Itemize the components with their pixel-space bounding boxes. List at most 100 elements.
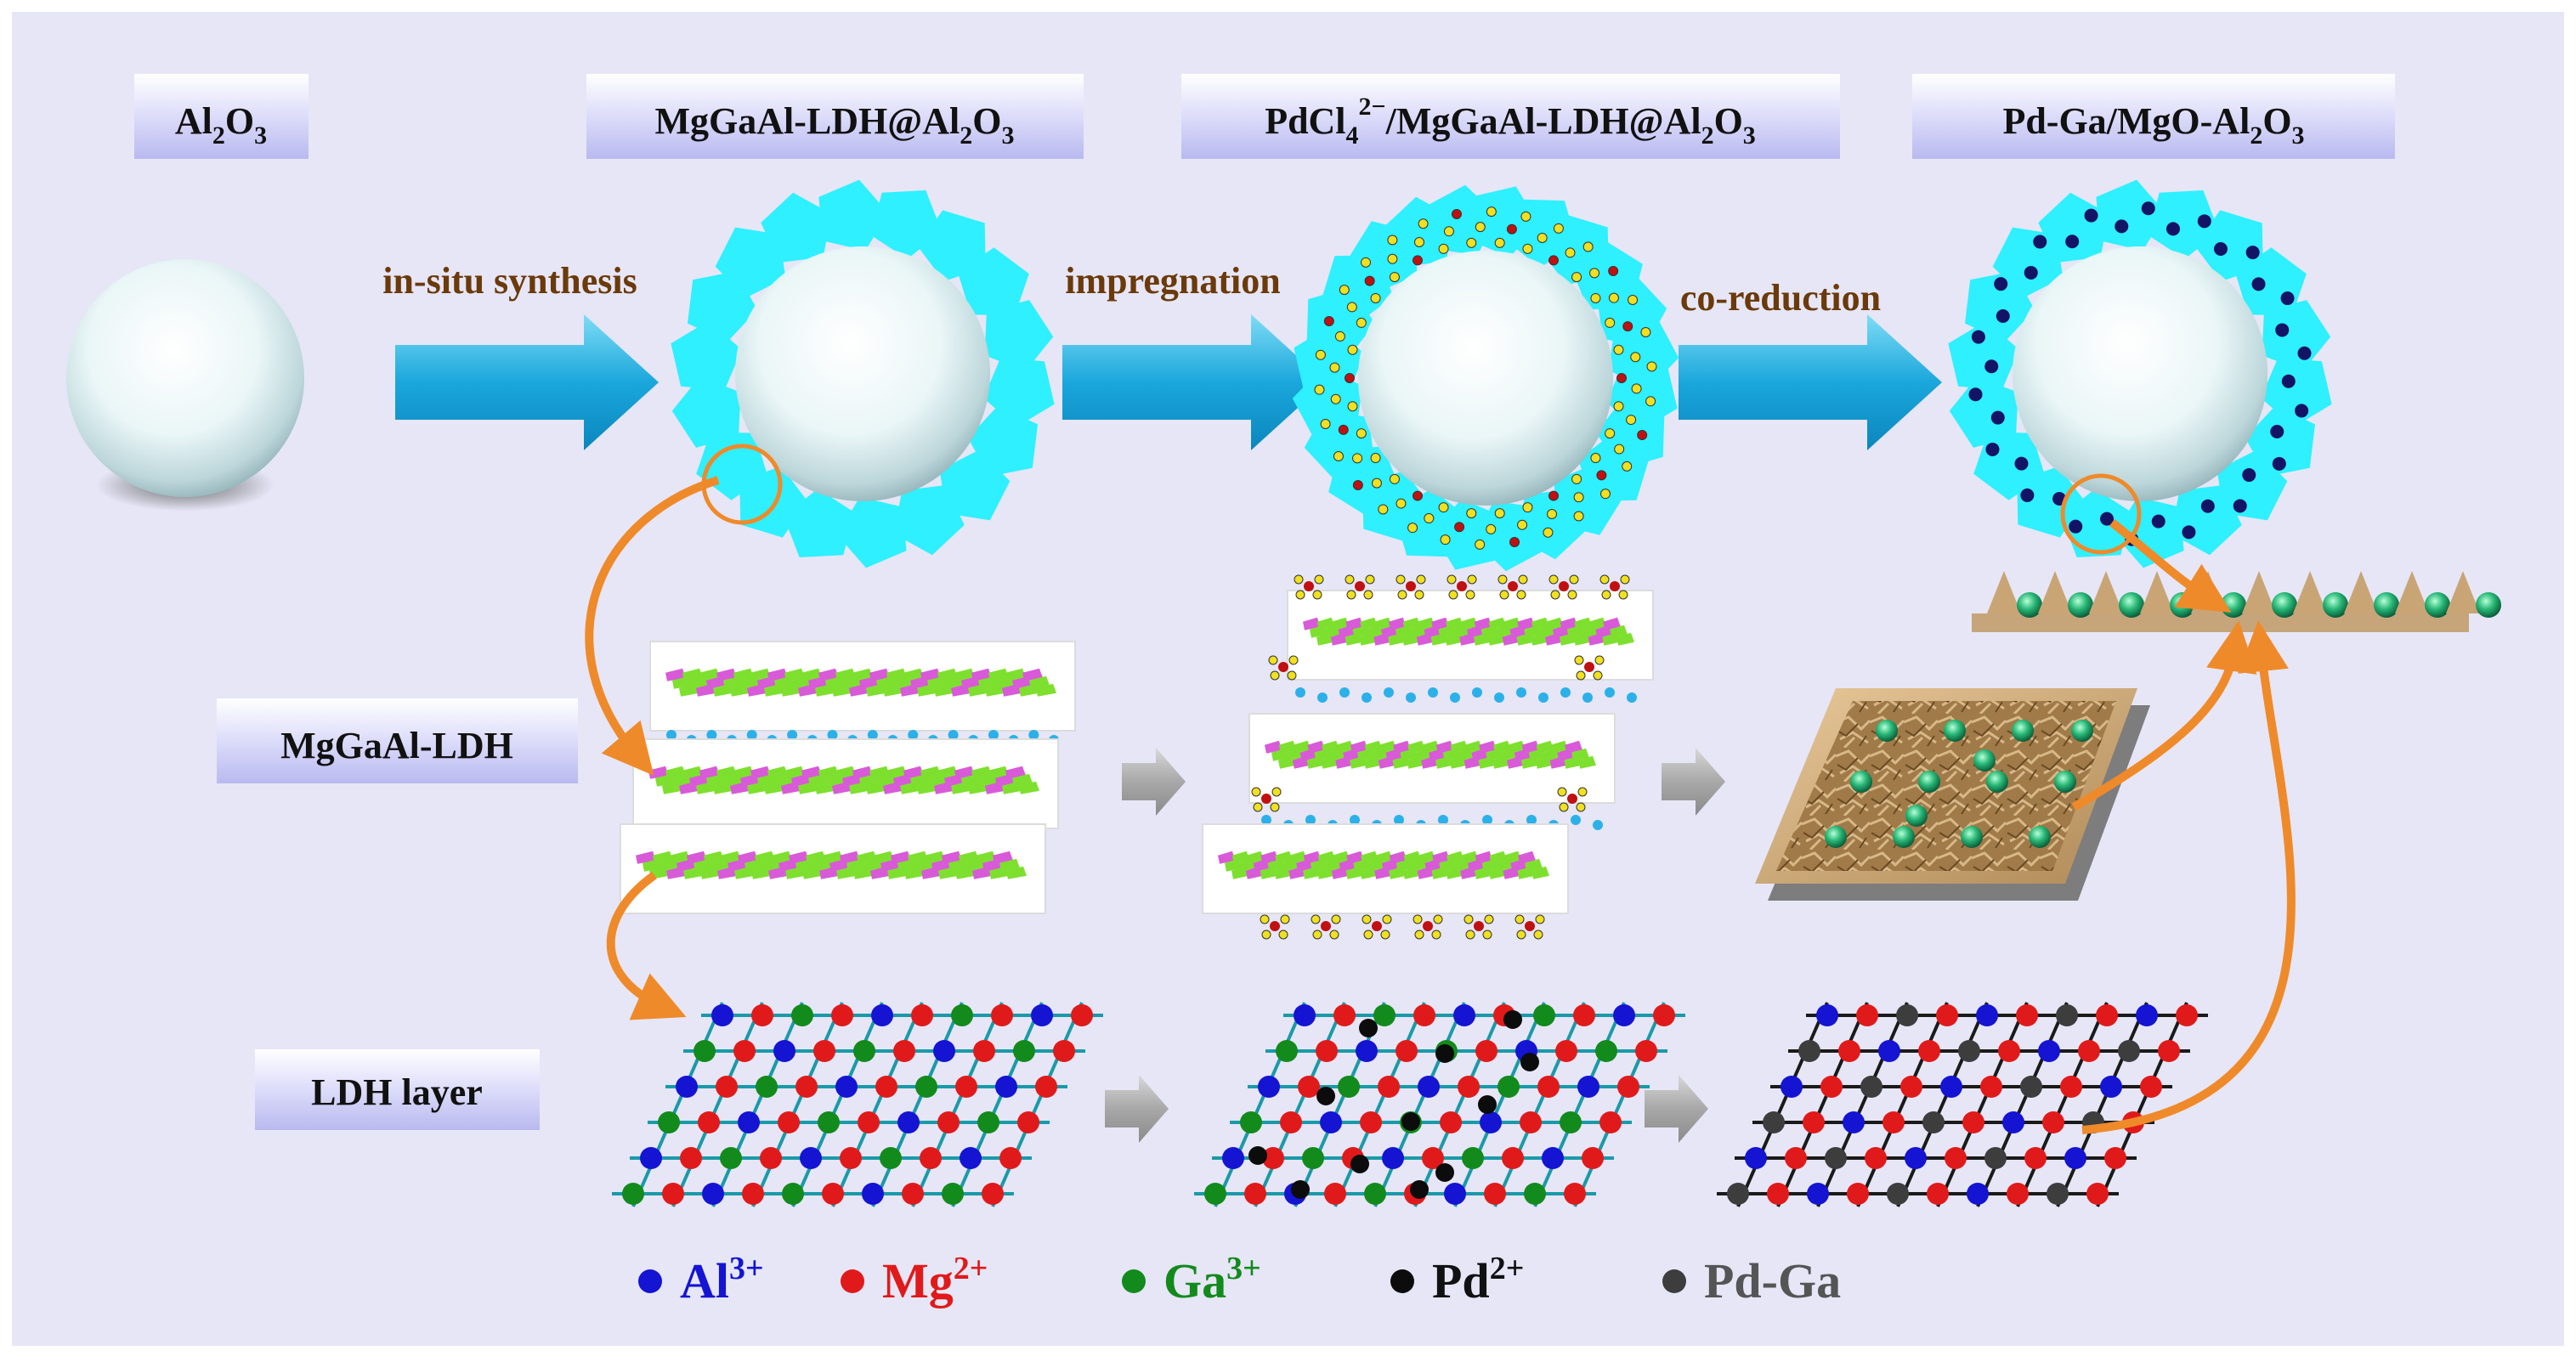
adsorbed-ion-dot <box>1364 275 1375 286</box>
layer-octahedron <box>1459 632 1477 646</box>
grid-line <box>791 1002 884 1207</box>
pdga-particle-dot <box>2151 514 2166 528</box>
pd-ion <box>1508 581 1518 591</box>
layer-octahedron <box>1549 755 1568 769</box>
pdcl4-layer-panel-2 <box>1248 713 1616 804</box>
label-box-ldh-al2o3 <box>586 74 1084 159</box>
legend-label-3: Pd2+ <box>1432 1251 1524 1308</box>
grid-line <box>751 1002 844 1207</box>
pd-ion <box>1270 921 1280 931</box>
layer-octahedron <box>1316 866 1335 879</box>
lattice-cation <box>1258 1076 1280 1098</box>
interlayer-anion <box>1571 815 1581 825</box>
legend-label-4: Pd-Ga <box>1704 1253 1841 1308</box>
lattice-cation <box>694 1040 716 1062</box>
pd-ion <box>1304 581 1314 591</box>
lattice-cation <box>2096 1004 2118 1026</box>
pdga-particle-dot <box>2069 519 2083 534</box>
lattice-cation <box>1560 1111 1582 1133</box>
layer-octahedron <box>1310 624 1328 638</box>
lattice-cation <box>1364 1183 1386 1205</box>
lattice-cation <box>733 1040 756 1062</box>
layer-octahedron <box>900 683 920 697</box>
grid-line <box>1533 1002 1626 1207</box>
legend-charge-1: 2+ <box>954 1251 988 1286</box>
layer-octahedron <box>1445 632 1464 646</box>
adsorbed-ion-dot <box>1413 255 1423 266</box>
layer-octahedron <box>1359 632 1378 646</box>
lattice-cation <box>1984 1147 2007 1169</box>
lattice-cation <box>1878 1040 1900 1062</box>
arrow-co-reduction <box>1679 314 1942 450</box>
layer-octahedron <box>1316 632 1334 646</box>
adsorbed-ion-dot <box>1596 470 1607 481</box>
lattice-cation <box>2042 1111 2064 1133</box>
tile-texture <box>1776 701 2116 871</box>
lattice-cation <box>1555 1040 1577 1062</box>
label-box-pdga <box>1912 74 2395 159</box>
grid-line <box>2016 1002 2109 1207</box>
cl-ion <box>1576 802 1586 812</box>
pd-ion <box>1559 581 1569 591</box>
cl-ion <box>1482 930 1492 940</box>
lattice-cation <box>1962 1111 1984 1133</box>
cl-ion <box>1270 802 1280 812</box>
adsorbed-ion-dot <box>1522 502 1533 513</box>
layer-octahedron <box>1460 866 1478 879</box>
pd-ion <box>1372 921 1382 931</box>
adsorbed-ion-dot <box>1590 292 1601 303</box>
layer-octahedron <box>1401 632 1420 646</box>
grid-line <box>1816 1002 1909 1207</box>
layer-octahedron <box>1464 755 1482 769</box>
lattice-cation <box>2118 1040 2140 1062</box>
cl-ion <box>1601 590 1611 600</box>
lattice-cation <box>871 1004 893 1026</box>
lattice-cation <box>1785 1147 1807 1169</box>
grid-line <box>1936 1002 2029 1207</box>
lattice-cation <box>1767 1183 1789 1205</box>
layer-octahedron <box>1360 866 1379 879</box>
adsorbed-ion-dot <box>1378 504 1389 515</box>
cl-ion <box>1497 574 1508 585</box>
layer-octahedron <box>1218 851 1236 864</box>
interlayer-anion <box>1350 815 1360 825</box>
legend-marker-3 <box>1390 1269 1414 1293</box>
lattice-cation <box>1922 1111 1945 1133</box>
layer-octahedron <box>798 781 818 794</box>
layer-octahedron <box>832 683 852 697</box>
grid-line <box>1896 1002 1989 1207</box>
lattice-cation <box>1497 1076 1520 1098</box>
cl-ion <box>1484 914 1494 924</box>
cl-ion <box>1294 574 1304 585</box>
interlayer-anion <box>1362 692 1372 703</box>
layer-octahedron <box>1507 755 1525 769</box>
lattice-cation <box>2078 1040 2100 1062</box>
lattice-cation <box>795 1076 818 1098</box>
lattice-cation <box>858 1111 880 1133</box>
layer-octahedron <box>1345 866 1364 879</box>
cl-ion <box>1467 574 1477 585</box>
adsorbed-ion-dot <box>1330 393 1341 404</box>
metal-nanoparticle <box>2425 592 2450 618</box>
lattice-cation <box>2136 1004 2158 1026</box>
adsorbed-ion-dot <box>1520 211 1531 222</box>
interlayer-anion <box>867 730 878 740</box>
layer-octahedron <box>968 683 988 697</box>
interlayer-anion <box>1295 687 1305 698</box>
adsorbed-ion-dot <box>1590 453 1601 464</box>
shell-plate <box>2115 497 2184 568</box>
cl-ion <box>1362 914 1372 924</box>
lattice-cation <box>813 1040 835 1062</box>
cl-ion <box>1464 914 1474 924</box>
layer-octahedron <box>1435 755 1453 769</box>
bare-alumina-sphere <box>66 259 304 497</box>
layer-octahedron <box>696 683 716 697</box>
pdga-particle-dot <box>2270 424 2284 438</box>
lattice-cation <box>1533 1004 1555 1026</box>
pdga-particle-dot <box>2245 246 2260 260</box>
cl-ion <box>1331 914 1341 924</box>
lattice-cation <box>751 1004 773 1026</box>
layer-octahedron <box>1274 866 1293 879</box>
lattice-cation <box>1635 1040 1657 1062</box>
grid-line <box>1214 1002 1306 1207</box>
